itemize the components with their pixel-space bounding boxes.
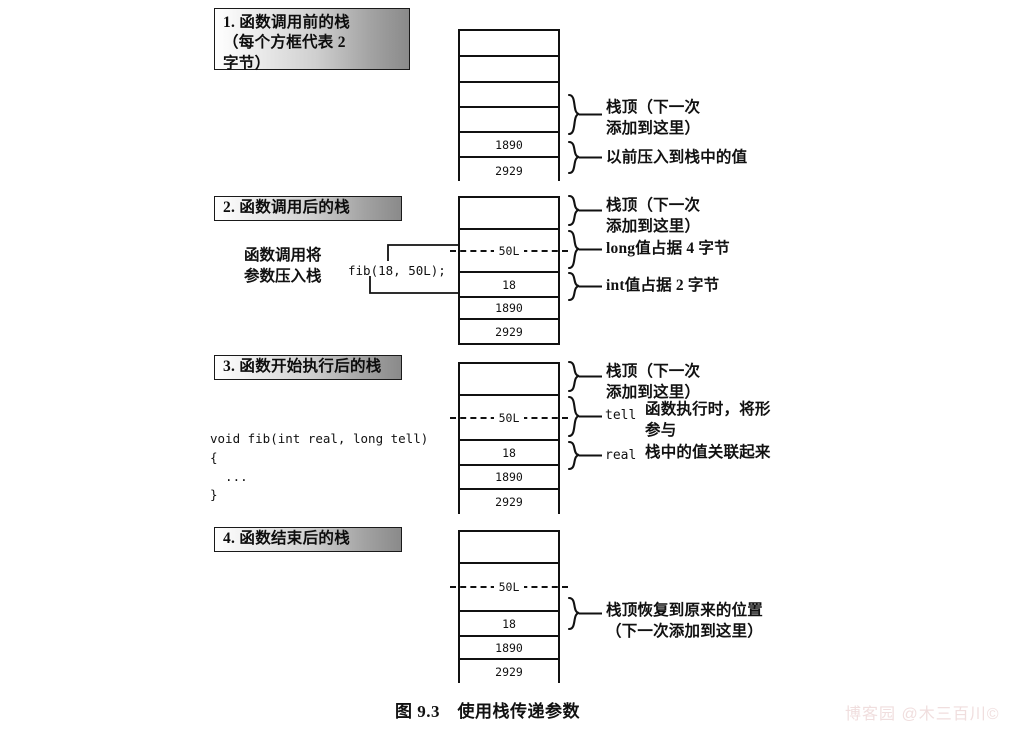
brace-param-tell bbox=[567, 395, 602, 438]
stack-cell bbox=[460, 57, 558, 83]
stack-cell: 2929 bbox=[460, 158, 558, 183]
stack-cell: 1890 bbox=[460, 298, 558, 320]
stack-cell bbox=[460, 532, 558, 564]
stack-cell bbox=[460, 364, 558, 396]
param-name-real: real bbox=[605, 448, 637, 463]
stack-cell-value: 18 bbox=[497, 445, 521, 460]
stack-diagram-after-call: 50L 18 1890 2929 bbox=[450, 196, 568, 345]
stack-cell-value: 2929 bbox=[490, 324, 528, 339]
brace-param-real bbox=[567, 440, 602, 471]
annotation-previously-pushed: 以前压入到栈中的值 bbox=[606, 149, 748, 166]
stack-cell-value: 2929 bbox=[490, 163, 528, 178]
annotation-int-size: int值占据 2 字节 bbox=[606, 277, 720, 294]
stack-cell-value: 2929 bbox=[490, 495, 528, 509]
annotation-long-size: long值占据 4 字节 bbox=[606, 240, 730, 257]
stack-cell-long: 50L bbox=[450, 230, 568, 273]
watermark: 博客园 @木三百川© bbox=[845, 706, 1000, 723]
stack-cell: 2929 bbox=[460, 490, 558, 514]
annotation-param-real-desc: 栈中的值关联起来 bbox=[645, 444, 771, 461]
stack-cell bbox=[460, 198, 558, 230]
stack-cell-long: 50L bbox=[450, 396, 568, 441]
stack-cell: 1890 bbox=[460, 466, 558, 490]
stack-cell: 2929 bbox=[460, 320, 558, 343]
section-banner-after-return: 4. 函数结束后的栈 bbox=[214, 527, 402, 552]
brace-top-of-stack-2 bbox=[567, 194, 602, 227]
annotation-param-tell-desc: 函数执行时，将形 参与 bbox=[645, 401, 771, 439]
annotation-restored-top: 栈顶恢复到原来的位置 （下一次添加到这里） bbox=[606, 602, 764, 640]
flow-label-push-params: 函数调用将 参数压入栈 bbox=[244, 247, 322, 285]
stack-diagram-after-return: 50L 18 1890 2929 bbox=[450, 530, 568, 683]
stack-cell-value: 50L bbox=[493, 243, 525, 258]
stack-cell: 1890 bbox=[460, 133, 558, 158]
stack-cell-long: 50L bbox=[450, 564, 568, 612]
brace-top-of-stack-3 bbox=[567, 360, 602, 393]
param-name-tell: tell bbox=[605, 408, 637, 423]
code-fib-call: fib(18, 50L); bbox=[348, 263, 446, 278]
stack-cell-value: 18 bbox=[497, 277, 521, 292]
stack-cell: 1890 bbox=[460, 637, 558, 660]
brace-previously-pushed bbox=[567, 140, 602, 175]
section-banner-before-call: 1. 函数调用前的栈 （每个方框代表 2 字节） bbox=[214, 8, 410, 72]
annotation-param-real-name: real bbox=[605, 445, 636, 466]
annotation-top-of-stack-3: 栈顶（下一次 添加到这里） bbox=[606, 363, 701, 401]
stack-cell: 18 bbox=[460, 612, 558, 637]
stack-cell: 18 bbox=[460, 441, 558, 466]
annotation-top-of-stack-1: 栈顶（下一次 添加到这里） bbox=[606, 99, 701, 137]
stack-cell-value: 50L bbox=[493, 580, 525, 594]
stack-diagram-executing: 50L 18 1890 2929 bbox=[450, 362, 568, 514]
brace-top-of-stack bbox=[567, 93, 602, 136]
brace-restored-top bbox=[567, 596, 602, 631]
stack-cell bbox=[460, 31, 558, 57]
section-banner-executing: 3. 函数开始执行后的栈 bbox=[214, 355, 402, 380]
annotation-top-of-stack-2: 栈顶（下一次 添加到这里） bbox=[606, 197, 701, 235]
stack-cell: 18 bbox=[460, 273, 558, 298]
stack-cell bbox=[460, 108, 558, 133]
stack-cell-value: 1890 bbox=[490, 301, 528, 315]
stack-cell-value: 18 bbox=[497, 616, 521, 631]
section-banner-after-call: 2. 函数调用后的栈 bbox=[214, 196, 402, 221]
stack-cell bbox=[460, 83, 558, 108]
brace-int-size bbox=[567, 271, 602, 302]
stack-diagram-before-call: 1890 2929 bbox=[458, 29, 560, 183]
stack-cell-value: 1890 bbox=[490, 470, 528, 484]
stack-cell-value: 2929 bbox=[490, 664, 528, 679]
figure-caption: 图 9.3 使用栈传递参数 bbox=[395, 702, 580, 721]
stack-cell-value: 1890 bbox=[490, 137, 528, 152]
stack-cell-value: 50L bbox=[493, 410, 525, 425]
code-fib-definition: void fib(int real, long tell) { ... } bbox=[210, 431, 429, 503]
stack-cell-value: 1890 bbox=[490, 640, 528, 655]
annotation-param-tell-name: tell bbox=[605, 405, 636, 426]
brace-long-size bbox=[567, 229, 602, 270]
stack-cell: 2929 bbox=[460, 660, 558, 683]
